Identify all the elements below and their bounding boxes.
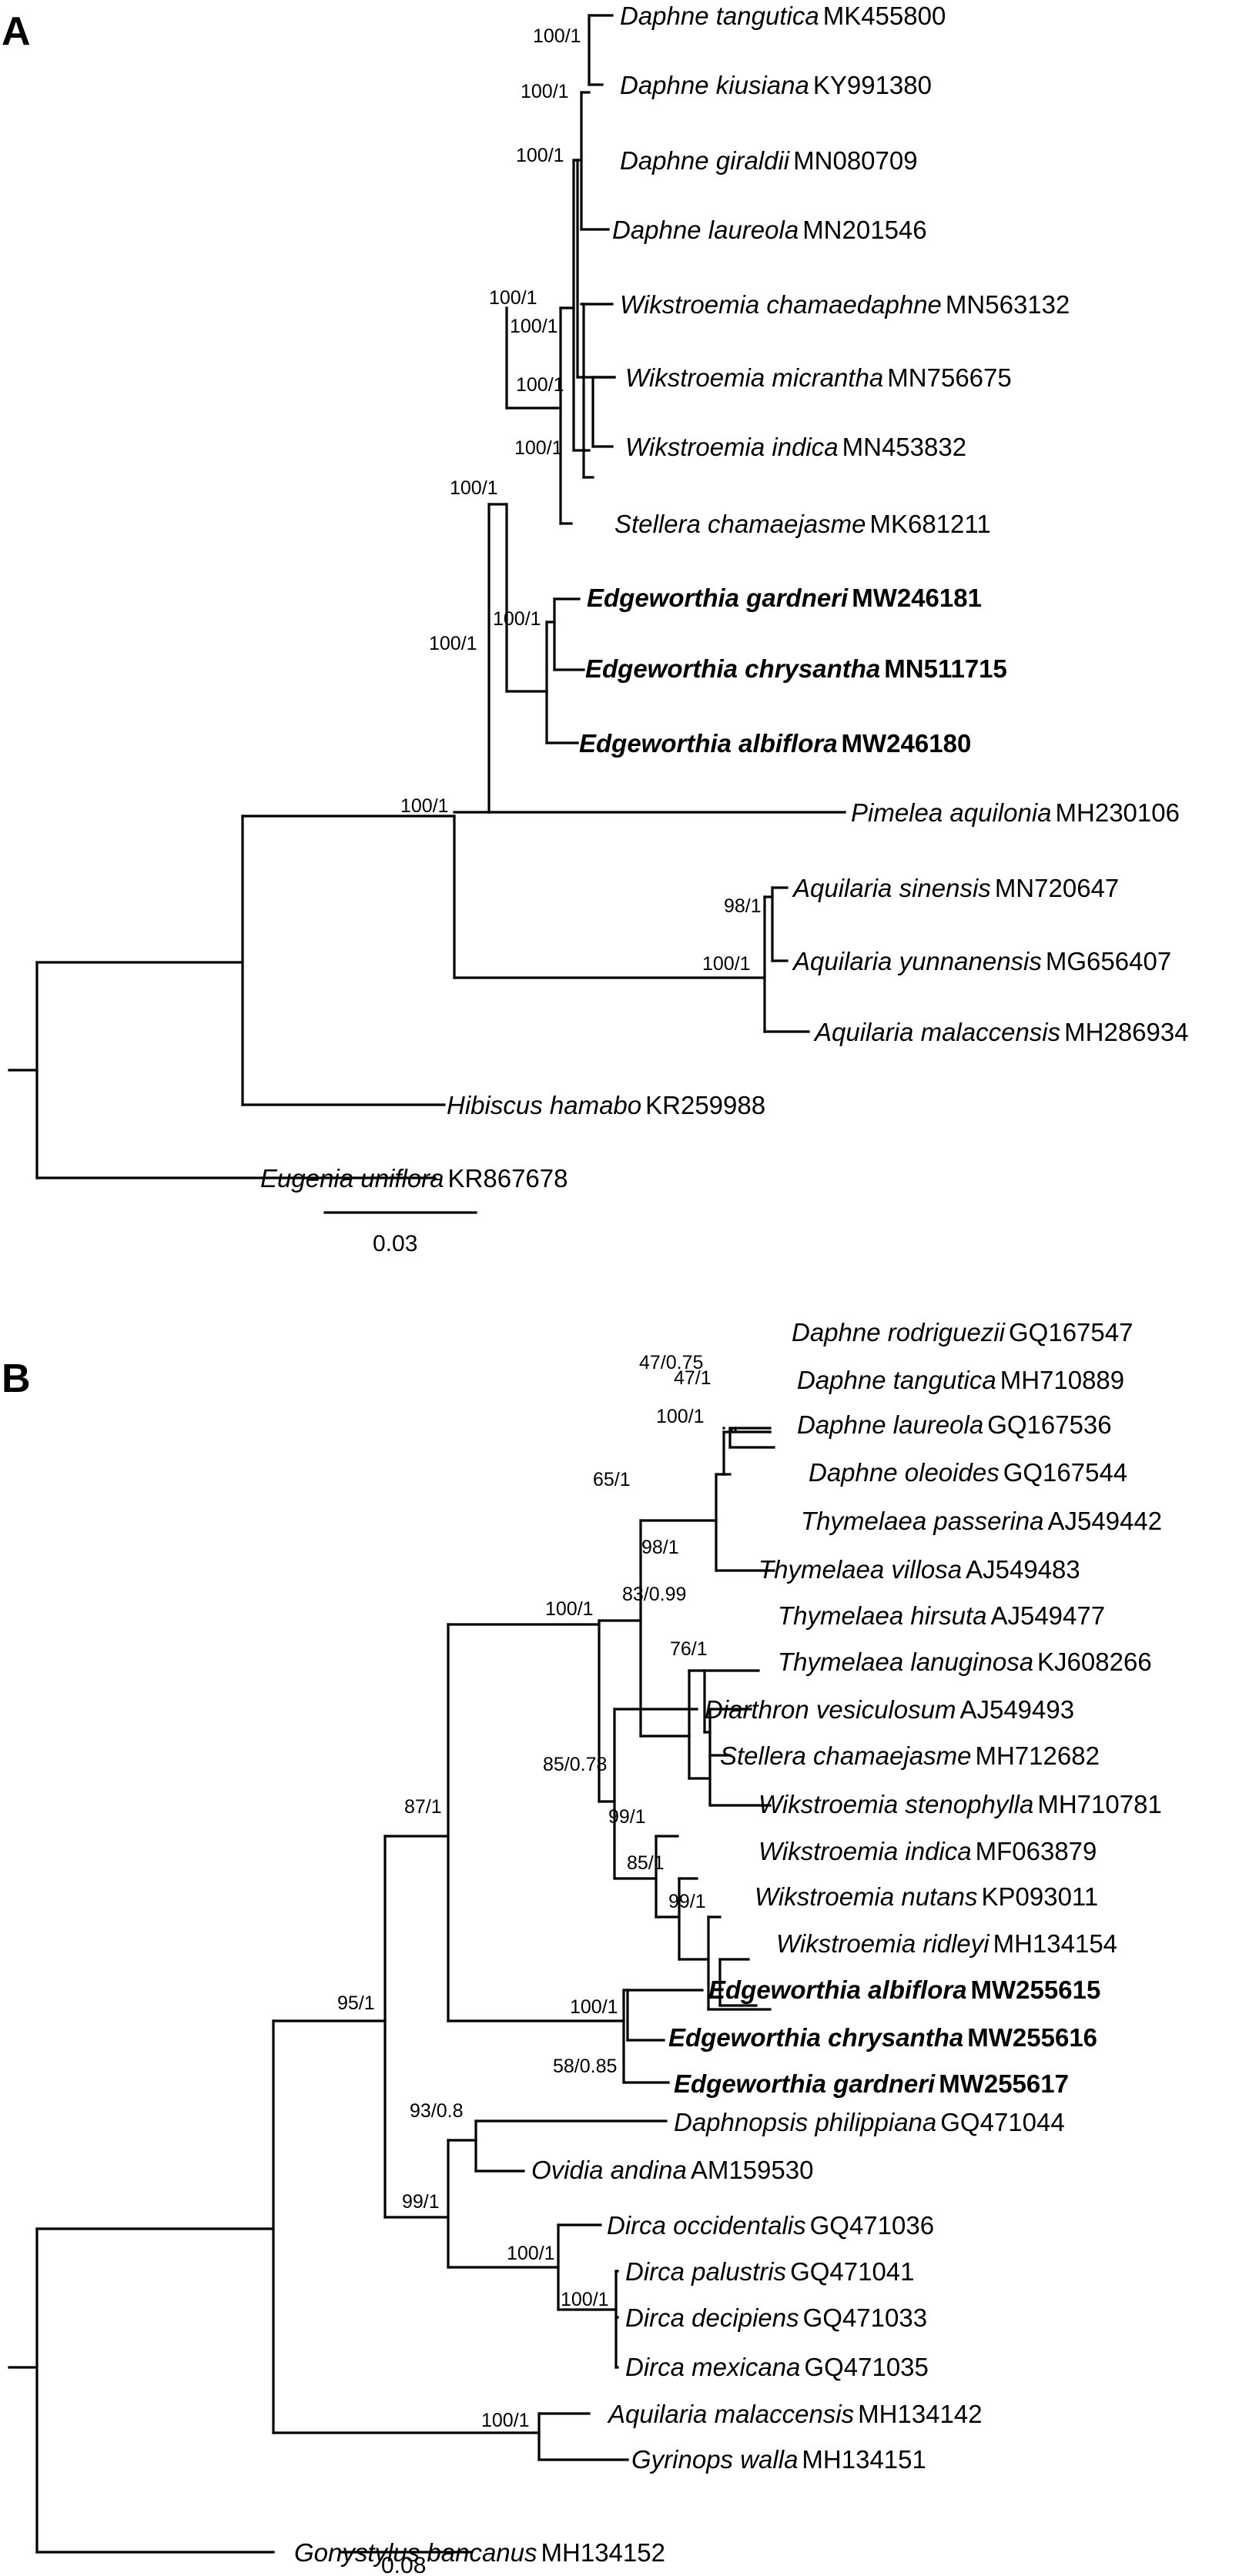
support-value: 100/1 [533,25,581,47]
panel-b-branches [8,1427,775,2554]
support-value: 99/1 [668,1891,706,1912]
support-value: 85/1 [627,1852,665,1874]
support-value: 100/1 [702,953,751,975]
support-value: 100/1 [507,2243,555,2264]
support-value: 100/1 [400,795,449,817]
support-value: 100/1 [516,374,564,396]
support-value: 100/1 [429,633,477,654]
panel-label-b: B [2,1357,31,1401]
support-value: 98/1 [641,1537,679,1558]
support-value: 98/1 [724,895,762,917]
support-value: 100/1 [489,287,537,309]
support-value: 100/1 [514,437,563,459]
support-value: 76/1 [670,1638,708,1660]
support-value: 100/1 [481,2410,530,2431]
support-value: 93/0.8 [410,2100,464,2122]
scale-bar-label-b: 0.08 [381,2553,426,2576]
panel-a-branches [8,14,846,1214]
support-value: 100/1 [493,608,541,630]
support-value: 99/1 [402,2191,440,2213]
support-value: 87/1 [404,1796,442,1818]
support-value: 100/1 [570,1996,618,2018]
support-value: 65/1 [593,1469,631,1490]
support-value: 85/0.78 [543,1754,607,1775]
panel-a: A [2,2,1189,1256]
scale-bar-label-a: 0.03 [373,1231,417,1256]
panel-b: B [2,1318,1162,2576]
support-value: 47/1 [674,1367,712,1389]
support-value: 100/1 [545,1598,594,1620]
support-value: 83/0.99 [622,1584,686,1605]
panel-b-support-values: 47/0.75 47/1 100/1 65/1 98/1 83/0.99 76/… [337,1352,712,2431]
support-value: 100/1 [450,477,498,499]
support-value: 58/0.85 [553,2056,617,2077]
support-value: 100/1 [510,316,558,337]
support-value: 100/1 [516,145,564,166]
support-value: 95/1 [337,1992,375,2014]
panel-a-support-values: 100/1 100/1 100/1 100/1 100/1 100/1 100/… [400,25,762,975]
support-value: 100/1 [656,1406,705,1427]
support-value: 47/0.75 [639,1352,703,1373]
panel-label-a: A [2,9,31,54]
support-value: 100/1 [561,2289,609,2310]
support-value: 100/1 [521,81,569,102]
support-value: 99/1 [608,1806,646,1828]
